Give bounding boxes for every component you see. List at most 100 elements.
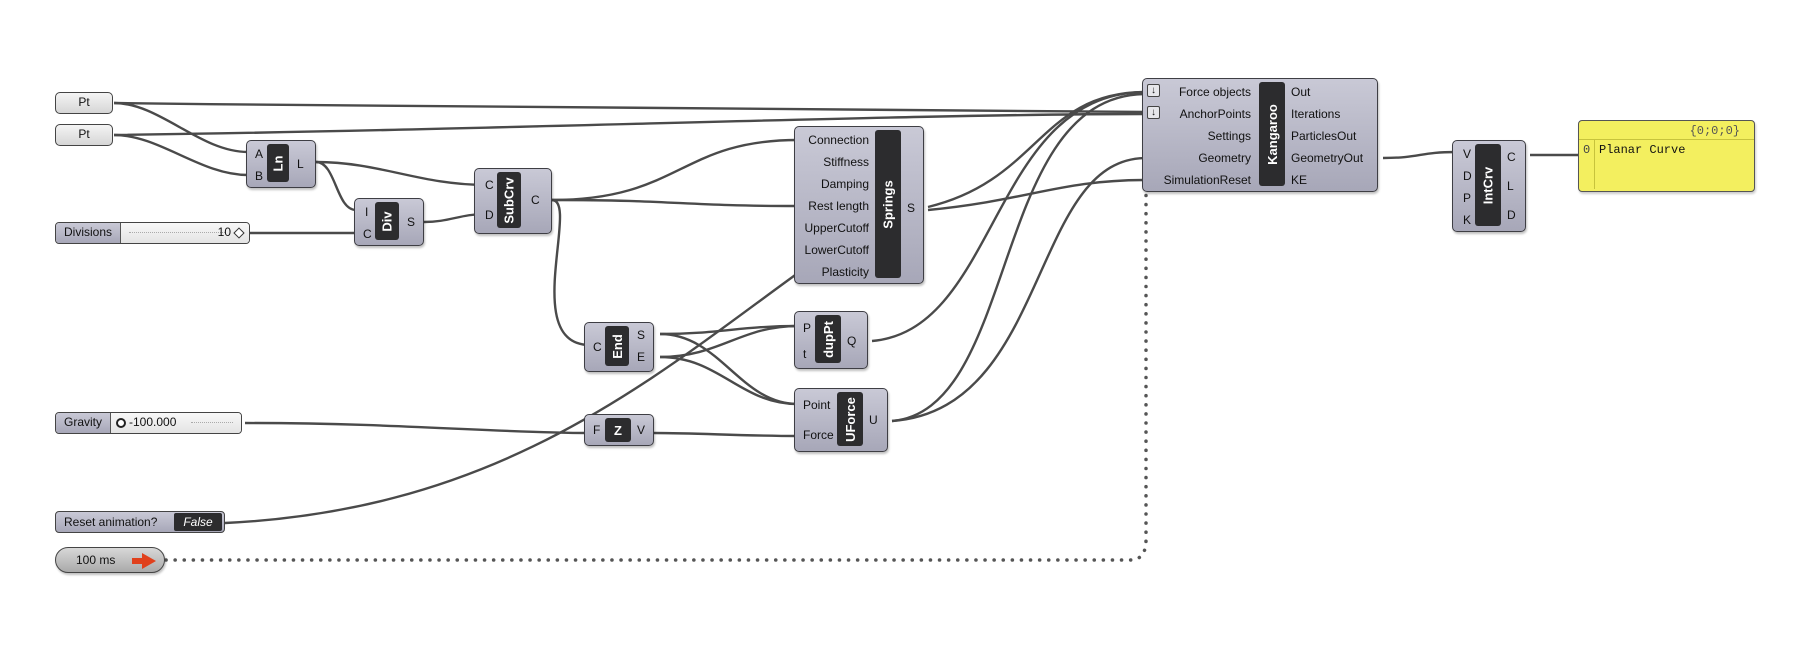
input-point[interactable]: Point (803, 398, 831, 412)
gravity-slider[interactable]: Gravity -100.000 (55, 412, 242, 434)
wire-uforce-geometry (891, 156, 1147, 423)
input-stiffness[interactable]: Stiffness (823, 155, 869, 169)
input-plasticity[interactable]: Plasticity (821, 265, 869, 279)
line-component[interactable]: A B Ln L (246, 140, 316, 188)
input-simulation-reset[interactable]: SimulationReset (1163, 173, 1251, 187)
arrow-right-icon (132, 553, 156, 569)
input-k[interactable]: K (1463, 213, 1472, 227)
output-c[interactable]: C (531, 193, 540, 207)
unit-z-component[interactable]: F Z V (584, 414, 654, 446)
output-iterations[interactable]: Iterations (1291, 107, 1341, 121)
gravity-label: Gravity (56, 413, 112, 433)
end-points-component[interactable]: C End S E (584, 322, 654, 372)
output-out[interactable]: Out (1291, 85, 1311, 99)
output-s[interactable]: S (637, 328, 646, 342)
input-p[interactable]: P (1463, 191, 1472, 205)
component-nickname: Div (375, 202, 399, 240)
divide-component[interactable]: I C Div S (354, 198, 424, 246)
divisions-slider[interactable]: Divisions 10 (55, 222, 250, 244)
input-anchor-points[interactable]: AnchorPoints (1179, 107, 1251, 121)
component-nickname: End (605, 326, 629, 366)
output-particles-out[interactable]: ParticlesOut (1291, 129, 1357, 143)
panel-text: Planar Curve (1599, 143, 1686, 157)
input-force-objects[interactable]: Force objects (1178, 85, 1251, 99)
component-nickname: Z (605, 418, 631, 442)
wire-z-uforce (653, 431, 799, 438)
input-c[interactable]: C (593, 340, 602, 354)
gravity-rail[interactable]: -100.000 (111, 413, 241, 433)
divisions-rail[interactable]: 10 (121, 223, 249, 243)
output-c[interactable]: C (1507, 150, 1516, 164)
output-l[interactable]: L (297, 157, 304, 171)
wire-pt1-anchor (113, 101, 1147, 114)
flatten-down-arrow-icon[interactable]: ↓ (1147, 106, 1160, 119)
wire-pt1-ln (113, 101, 249, 154)
input-rest-length[interactable]: Rest length (808, 199, 869, 213)
input-upper-cutoff[interactable]: UpperCutoff (804, 221, 869, 235)
input-geometry[interactable]: Geometry (1198, 151, 1251, 165)
input-p[interactable]: P (803, 321, 812, 335)
input-damping[interactable]: Damping (820, 177, 869, 191)
slider-ticks (129, 232, 225, 234)
gravity-value: -100.000 (129, 415, 177, 429)
output-ke[interactable]: KE (1291, 173, 1308, 187)
input-c[interactable]: C (363, 227, 372, 241)
output-s[interactable]: S (907, 201, 916, 215)
wire-gravity-z (244, 421, 589, 435)
wire-subcrv-springs-conn (551, 138, 799, 202)
wire-kangaroo-intcrv (1382, 150, 1457, 160)
output-q[interactable]: Q (847, 334, 857, 348)
wire-end-uforce-2 (659, 355, 799, 406)
duplicate-point-component[interactable]: P t dupPt Q (794, 311, 868, 369)
input-force[interactable]: Force (803, 428, 834, 442)
component-nickname: dupPt (815, 315, 841, 363)
output-geometry-out[interactable]: GeometryOut (1291, 151, 1364, 165)
interpolate-curve-component[interactable]: V D P K IntCrv C L D (1452, 140, 1526, 232)
springs-component[interactable]: Connection Stiffness Damping Rest length… (794, 126, 924, 284)
output-d[interactable]: D (1507, 208, 1516, 222)
input-v[interactable]: V (1463, 147, 1472, 161)
wire-duppt-force (871, 90, 1147, 343)
component-nickname: IntCrv (1475, 144, 1501, 226)
panel-path: {0;0;0} (1689, 124, 1740, 138)
input-i[interactable]: I (365, 205, 369, 219)
slider-knob-icon[interactable] (233, 227, 245, 239)
panel-index-divider (1594, 139, 1595, 189)
input-b[interactable]: B (255, 169, 264, 183)
input-c[interactable]: C (485, 178, 494, 192)
input-d[interactable]: D (485, 208, 494, 222)
component-nickname: Springs (875, 130, 901, 278)
component-nickname: UForce (837, 392, 863, 446)
wire-timer-reset (164, 178, 1148, 562)
flatten-down-arrow-icon[interactable]: ↓ (1147, 84, 1160, 97)
output-panel[interactable]: {0;0;0} 0 Planar Curve (1578, 120, 1755, 192)
wire-uforce-force (891, 92, 1147, 423)
input-connection[interactable]: Connection (808, 133, 869, 147)
input-f[interactable]: F (593, 423, 601, 437)
output-s[interactable]: S (407, 215, 416, 229)
timer-component[interactable]: 100 ms (55, 547, 165, 573)
output-l[interactable]: L (1507, 179, 1514, 193)
subcurve-component[interactable]: C D SubCrv C (474, 168, 552, 234)
input-d[interactable]: D (1463, 169, 1472, 183)
pt-param-1[interactable]: Pt (55, 92, 113, 114)
input-lower-cutoff[interactable]: LowerCutoff (804, 243, 869, 257)
wire-pt2-anchor (113, 112, 1147, 137)
reset-value[interactable]: False (174, 513, 222, 531)
input-settings[interactable]: Settings (1207, 129, 1251, 143)
input-a[interactable]: A (255, 147, 264, 161)
pt-param-2[interactable]: Pt (55, 124, 113, 146)
wire-reset-springs (224, 272, 799, 525)
kangaroo-solver-component[interactable]: ↓ ↓ Force objects AnchorPoints Settings … (1142, 78, 1378, 192)
reset-toggle[interactable]: Reset animation? False (55, 511, 225, 533)
unary-force-component[interactable]: Point Force UForce U (794, 388, 888, 452)
input-t[interactable]: t (803, 347, 807, 361)
output-u[interactable]: U (869, 413, 878, 427)
wire-subcrv-end (551, 198, 591, 347)
timer-label: 100 ms (76, 553, 116, 567)
output-v[interactable]: V (637, 423, 646, 437)
panel-index: 0 (1583, 143, 1591, 157)
output-e[interactable]: E (637, 350, 646, 364)
slider-knob-icon[interactable] (116, 418, 127, 428)
